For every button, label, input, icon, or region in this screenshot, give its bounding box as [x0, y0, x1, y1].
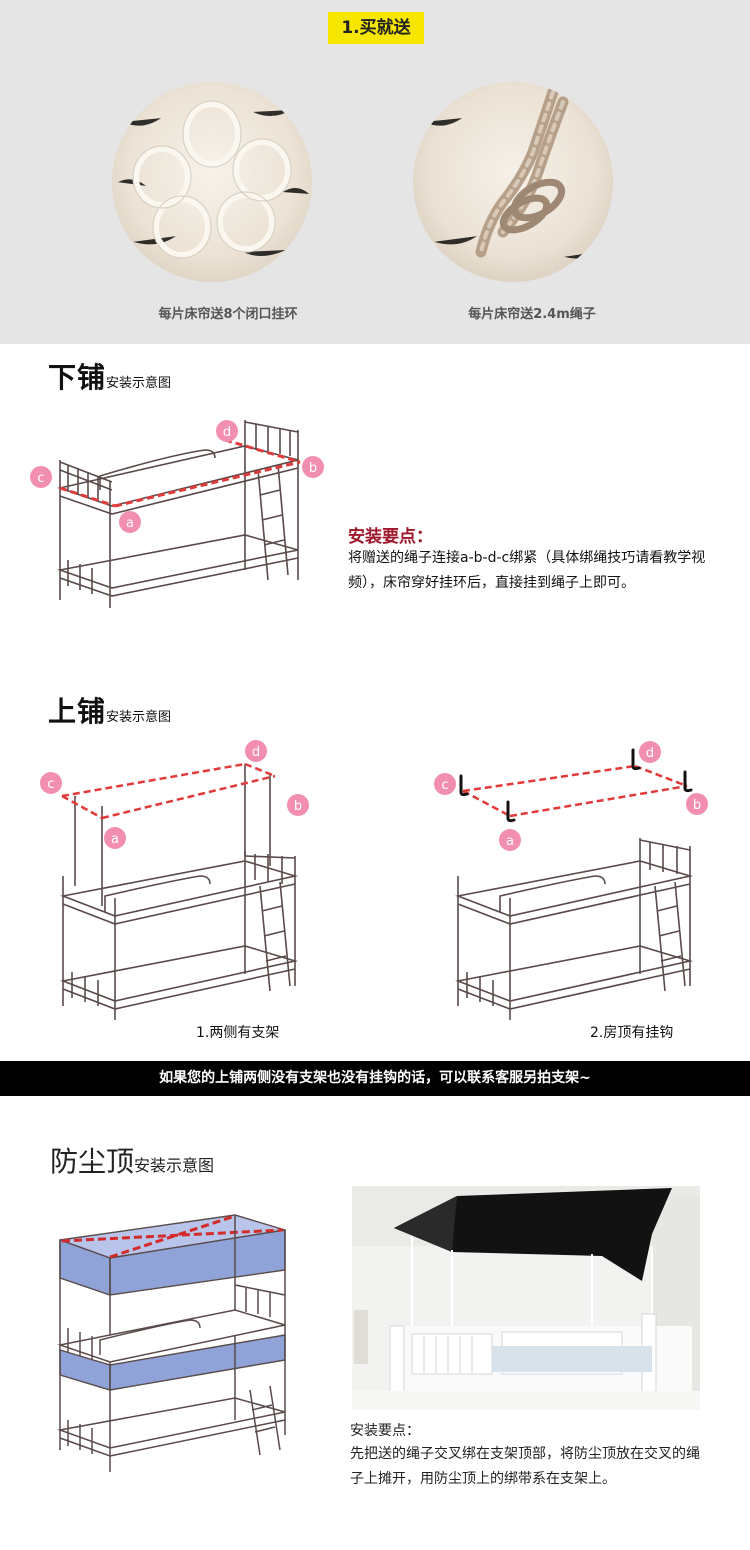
- lower-bunk-title: 下铺: [48, 361, 107, 394]
- rope-caption: 每片床帘送2.4m绳子: [468, 307, 596, 322]
- curtain-rings-image: [112, 82, 312, 282]
- upper-bunk-subtitle: 安装示意图: [106, 710, 172, 725]
- marker-b: [302, 456, 324, 478]
- marker-b-label: b: [294, 799, 302, 814]
- marker-d-label: d: [223, 425, 231, 440]
- lower-tip-body: 将赠送的绳子连接a-b-d-c绑紧（具体绑绳技巧请看教学视频），床帘穿好挂环后，…: [348, 550, 706, 591]
- marker-c-label: c: [441, 778, 448, 793]
- marker-a-label: a: [506, 834, 514, 849]
- marker-c: [434, 773, 456, 795]
- marker-b: [287, 794, 309, 816]
- marker-c: [30, 466, 52, 488]
- marker-a: [499, 829, 521, 851]
- marker-c-label: c: [37, 471, 44, 486]
- gift-badge: 1.买就送: [328, 12, 424, 44]
- lower-bunk-subtitle: 安装示意图: [106, 376, 172, 391]
- marker-b: [686, 793, 708, 815]
- upper-bunk-title: 上铺: [48, 695, 107, 728]
- upper-bunk-frame-diagram: a b c d: [40, 740, 309, 1020]
- marker-c: [40, 772, 62, 794]
- upper-bunk-heading: 上铺安装示意图: [48, 690, 171, 730]
- marker-c-label: c: [47, 777, 54, 792]
- dust-tip-title: 安装要点：: [350, 1423, 420, 1439]
- marker-d: [639, 741, 661, 763]
- marker-a-label: a: [111, 832, 119, 847]
- marker-a-label: a: [126, 516, 134, 531]
- marker-a: [119, 511, 141, 533]
- marker-d: [216, 420, 238, 442]
- marker-b-label: b: [309, 461, 317, 476]
- marker-d-label: d: [252, 745, 260, 760]
- rope-image: [413, 82, 613, 282]
- dust-top-photo: [352, 1186, 700, 1410]
- marker-b-label: b: [693, 798, 701, 813]
- dust-top-subtitle: 安装示意图: [134, 1156, 215, 1175]
- lower-bunk-heading: 下铺安装示意图: [48, 356, 171, 396]
- notice-bar: 如果您的上铺两侧没有支架也没有挂钩的话，可以联系客服另拍支架~: [0, 1061, 750, 1096]
- marker-d-label: d: [646, 746, 654, 761]
- rings-caption: 每片床帘送8个闭口挂环: [158, 307, 298, 322]
- lower-tip-title: 安装要点：: [348, 527, 433, 547]
- dust-tip-body: 先把送的绳子交叉绑在支架顶部，将防尘顶放在交叉的绳子上摊开，用防尘顶上的绑带系在…: [350, 1446, 700, 1487]
- hook-icons: [459, 748, 693, 823]
- lower-markers: a b c d: [30, 420, 324, 533]
- option1-caption: 1.两侧有支架: [196, 1025, 280, 1041]
- rope-coil-icon: [413, 82, 613, 282]
- curtain-rings-icon: [112, 82, 312, 282]
- marker-d: [245, 740, 267, 762]
- poster-frame: [354, 1310, 368, 1364]
- dust-top-heading: 防尘顶安装示意图: [50, 1140, 214, 1180]
- dust-top-diagram: [57, 1214, 286, 1472]
- gift-section: 1.买就送: [0, 0, 750, 344]
- marker-a: [104, 827, 126, 849]
- upper-bunk-hook-diagram: a b c d: [434, 741, 708, 1020]
- lower-bunk-diagram: a b c d: [30, 420, 324, 608]
- option2-caption: 2.房顶有挂钩: [590, 1025, 674, 1041]
- dust-top-title: 防尘顶: [50, 1145, 135, 1178]
